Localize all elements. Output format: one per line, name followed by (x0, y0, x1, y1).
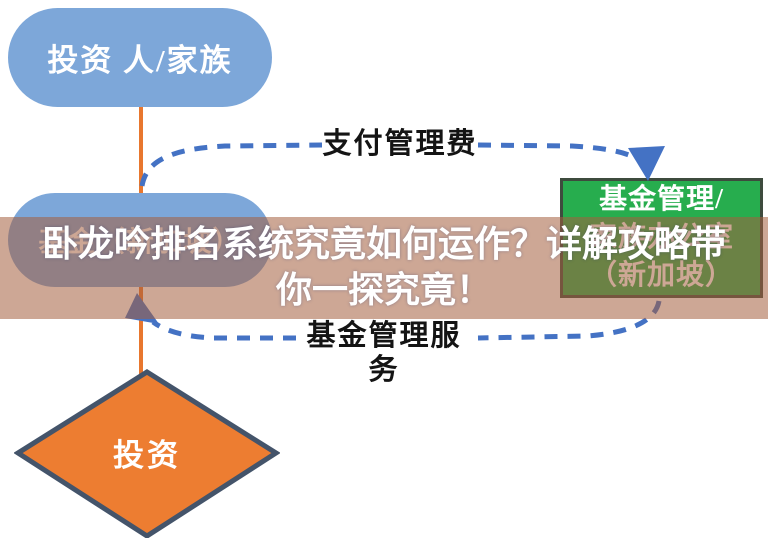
headline-line2: 你一探究竟！ (275, 269, 492, 310)
headline-line1: 卧龙吟排名系统究竟如何运作？详解攻略带 (41, 223, 726, 264)
node-investor-family-label: 投资 人/家族 (47, 43, 233, 78)
arrowhead-down-icon (628, 146, 665, 181)
headline-title: 卧龙吟排名系统究竟如何运作？详解攻略带 你一探究竟！ (0, 221, 768, 313)
node-investment-shape (14, 369, 280, 538)
edge-service-left (151, 319, 296, 341)
edge-pay-fee-left (139, 142, 323, 187)
edge-pay-fee-right (477, 142, 638, 161)
node-investor-family: 投资 人/家族 (8, 8, 272, 107)
node-fund-manager-line1: 基金管理/ (599, 184, 724, 215)
node-investment-label: 投资 (113, 437, 181, 473)
edge-label-pay-fee: 支付管理费 (322, 127, 478, 161)
diamond-icon (14, 369, 280, 538)
edge-label-service: 基金管理服务 (296, 319, 472, 387)
